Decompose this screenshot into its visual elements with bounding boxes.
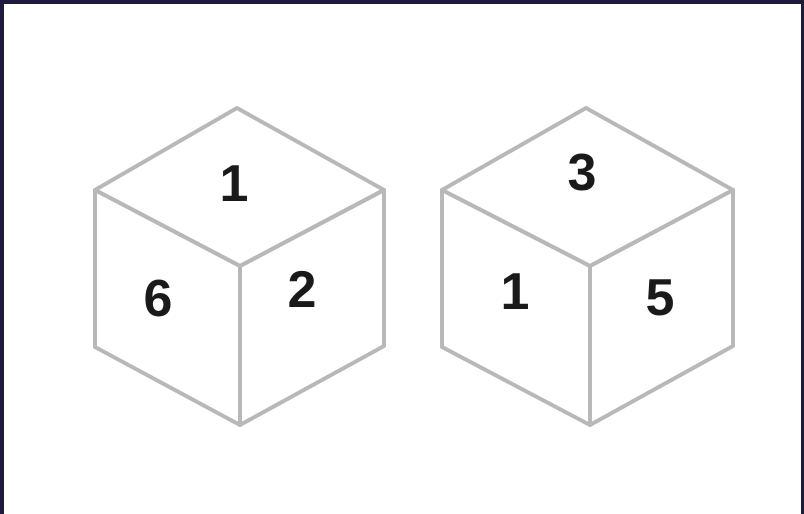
cube-2-left-number: 1 bbox=[501, 263, 530, 321]
cube-1-left-number: 6 bbox=[144, 270, 173, 328]
cube-1: 1 6 2 bbox=[95, 108, 384, 425]
cube-2-top-number: 3 bbox=[568, 144, 597, 202]
cube-2-right-number: 5 bbox=[646, 269, 675, 327]
cube-2: 3 1 5 bbox=[442, 108, 733, 425]
cube-1-top-number: 1 bbox=[220, 155, 249, 213]
cube-1-right-number: 2 bbox=[288, 261, 317, 319]
